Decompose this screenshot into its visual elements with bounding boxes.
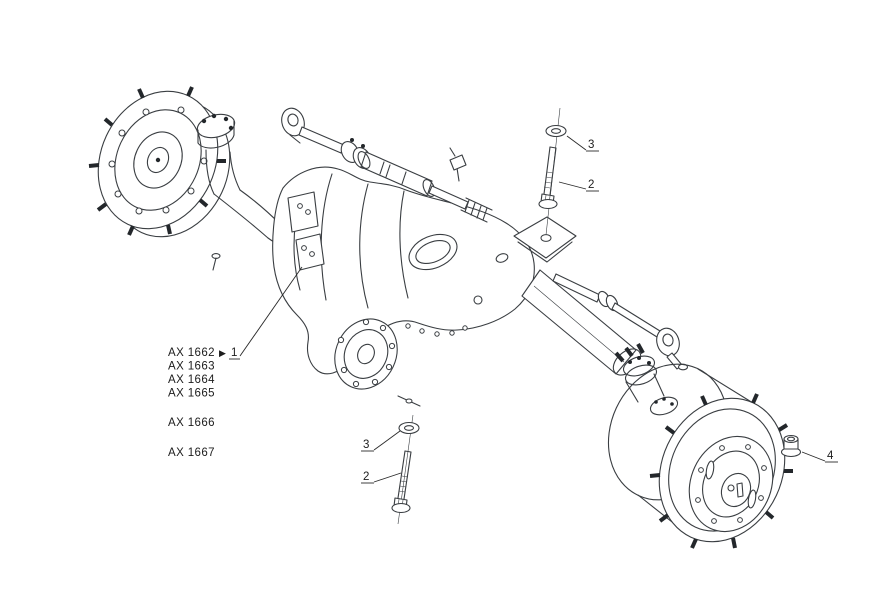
part-code-ax1667: AX 1667 [168,447,215,459]
round-cover [334,318,398,390]
housing-mount-bracket-lower [295,233,325,271]
callout-pointer-icon: ▶ [219,348,226,358]
right-axle-tube [521,269,642,376]
leader-line-item-4 [801,451,826,462]
bellows [460,197,493,223]
right-tie-rod-end [656,327,689,371]
part-code-ax1662: AX 1662 [168,347,215,359]
leader-line-item-3-top [566,135,587,151]
planetary-cover [688,435,774,533]
inspection-opening [408,233,458,271]
right-kingpin [614,343,679,416]
pan-bolts [405,323,468,337]
left-hub-wheel-studs [88,86,226,236]
right-hub-wheel-studs [649,393,793,549]
bottom-mount-tab [397,395,421,407]
housing-mount-bracket-upper [287,191,319,233]
leader-line-item-1 [239,266,303,357]
left-wheel-hub [88,86,231,238]
bolt-item-2-bottom [391,450,412,514]
part-code-ax1665: AX 1665 [168,388,215,400]
callout-2-bottom-label: 2 [363,471,369,483]
callout-3-bottom-label: 3 [363,439,369,451]
leader-line-item-3-bottom [373,430,401,451]
part-code-ax1666: AX 1666 [168,417,215,429]
callout-2-top-label: 2 [588,179,594,191]
part-code-ax1664: AX 1664 [168,374,215,386]
leader-line-item-2-bottom [373,472,402,483]
trunnion-bracket [513,216,577,263]
left-tie-rod-end [281,107,305,144]
callout-3-top-label: 3 [588,139,594,151]
breather-fitting [449,147,467,182]
washer-item-3-bottom [398,421,420,435]
part-code-ax1663: AX 1663 [168,361,215,373]
flange-nut-item-4 [780,434,802,458]
left-kingpin-cap [196,113,236,149]
callout-labels: ▶ 1 3 2 3 2 4 [219,139,834,483]
hub-cap-logo [727,482,744,498]
leader-lines [229,135,838,484]
washer-item-3-top [545,124,567,138]
differential-housing [272,166,535,407]
callout-4-label: 4 [827,450,834,462]
bolt-item-2-top [538,146,558,210]
right-wheel-hub [607,363,793,549]
steering-cylinder [281,107,689,371]
callout-1-label: 1 [231,347,237,359]
leader-line-item-2-top [558,181,587,190]
part-code-list: AX 1662 AX 1663 AX 1664 AX 1665 AX 1666 … [168,347,215,459]
